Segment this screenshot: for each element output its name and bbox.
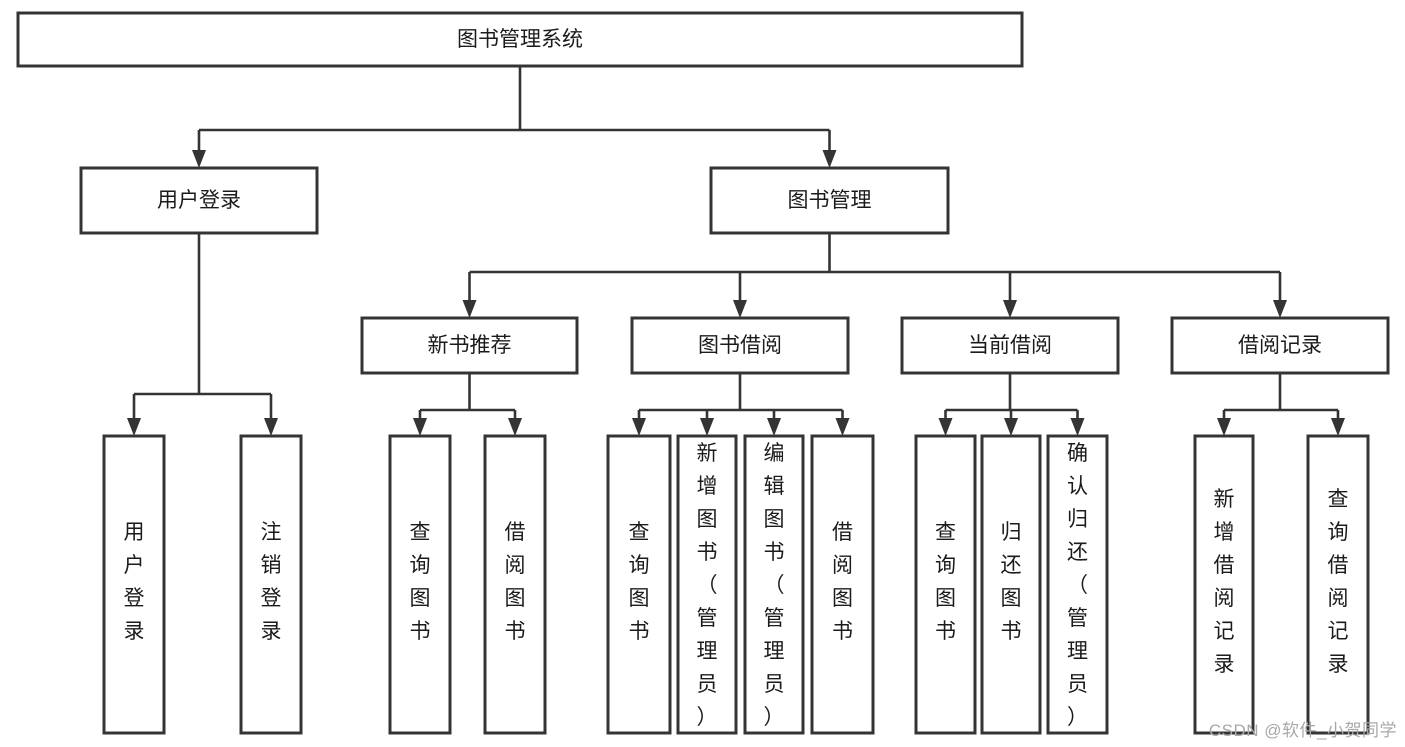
watermark-text: CSDN @软件_小贺同学 bbox=[1208, 721, 1397, 740]
leaf-node-11-rect[interactable] bbox=[1193, 434, 1255, 735]
leaf-node-1-label: 注销登录 bbox=[261, 521, 282, 643]
level3-0-to-leaves-arrow-0 bbox=[413, 418, 427, 436]
level3-2-to-leaves-arrow-0 bbox=[938, 418, 953, 436]
leaf-node-1-rect[interactable] bbox=[239, 434, 303, 735]
leaf-node-3-label: 借阅图书 bbox=[505, 521, 526, 643]
leaf-node-8-label: 查询图书 bbox=[935, 521, 956, 643]
connector-layer bbox=[127, 66, 1345, 436]
level3-1-to-leaves-arrow-3 bbox=[835, 418, 850, 436]
leaf-node-4-rect[interactable] bbox=[606, 434, 672, 735]
level3-node-2[interactable]: 当前借阅 bbox=[900, 316, 1120, 375]
leaf-node-7-label: 借阅图书 bbox=[832, 521, 853, 643]
level3-node-3-rect[interactable] bbox=[1170, 316, 1390, 375]
level3-node-0-rect[interactable] bbox=[360, 316, 579, 375]
level3-2-to-leaves-arrow-1 bbox=[1004, 418, 1018, 436]
level3-3-to-leaves-arrow-1 bbox=[1331, 418, 1345, 436]
leaf-node-3-rect[interactable] bbox=[483, 434, 547, 735]
bookmgmt-to-level3-arrow-2 bbox=[1003, 300, 1017, 318]
leaf-node-2-label: 查询图书 bbox=[410, 521, 431, 643]
leaf-node-4[interactable]: 查询图书 bbox=[606, 434, 672, 735]
leaf-node-11-label: 新增借阅记录 bbox=[1214, 488, 1235, 676]
root-node[interactable]: 图书管理系统 bbox=[16, 11, 1024, 68]
leaf-node-6-rect[interactable] bbox=[743, 434, 805, 735]
level3-node-0[interactable]: 新书推荐 bbox=[360, 316, 579, 375]
level3-0-to-leaves-arrow-1 bbox=[508, 418, 522, 436]
node-layer: 图书管理系统用户登录图书管理新书推荐图书借阅当前借阅借阅记录用户登录注销登录查询… bbox=[16, 11, 1390, 735]
level2-node-0[interactable]: 用户登录 bbox=[79, 166, 319, 235]
leaf-node-1[interactable]: 注销登录 bbox=[239, 434, 303, 735]
level2-node-1-label: 图书管理 bbox=[788, 189, 872, 212]
level3-node-2-rect[interactable] bbox=[900, 316, 1120, 375]
root-node-label: 图书管理系统 bbox=[457, 28, 583, 51]
level3-node-3-label: 借阅记录 bbox=[1238, 334, 1322, 357]
leaf-node-7-rect[interactable] bbox=[810, 434, 875, 735]
userlogin-to-leaves-arrow-0 bbox=[127, 418, 141, 436]
leaf-node-4-label: 查询图书 bbox=[629, 521, 650, 643]
level3-1-to-leaves-arrow-2 bbox=[767, 418, 781, 436]
level3-node-3[interactable]: 借阅记录 bbox=[1170, 316, 1390, 375]
leaf-node-12[interactable]: 查询借阅记录 bbox=[1306, 434, 1370, 735]
leaf-node-9-rect[interactable] bbox=[980, 434, 1042, 735]
leaf-node-10-rect[interactable] bbox=[1046, 434, 1109, 735]
level3-node-1[interactable]: 图书借阅 bbox=[630, 316, 850, 375]
level2-node-0-label: 用户登录 bbox=[157, 189, 241, 212]
level2-node-0-rect[interactable] bbox=[79, 166, 319, 235]
leaf-node-6-label: 编辑图书（管理员） bbox=[764, 442, 785, 729]
leaf-node-5-label: 新增图书（管理员） bbox=[697, 442, 718, 729]
leaf-node-7[interactable]: 借阅图书 bbox=[810, 434, 875, 735]
level3-1-to-leaves-arrow-0 bbox=[632, 418, 646, 436]
leaf-node-0-label: 用户登录 bbox=[124, 521, 145, 643]
root-to-level2-arrow-1 bbox=[822, 150, 837, 168]
leaf-node-2[interactable]: 查询图书 bbox=[388, 434, 452, 735]
leaf-node-12-rect[interactable] bbox=[1306, 434, 1370, 735]
leaf-node-0-rect[interactable] bbox=[102, 434, 166, 735]
level3-2-to-leaves-arrow-2 bbox=[1070, 418, 1085, 436]
leaf-node-5-rect[interactable] bbox=[676, 434, 738, 735]
level3-node-0-label: 新书推荐 bbox=[428, 334, 512, 357]
leaf-node-11[interactable]: 新增借阅记录 bbox=[1193, 434, 1255, 735]
root-node-rect[interactable] bbox=[16, 11, 1024, 68]
leaf-node-6[interactable]: 编辑图书（管理员） bbox=[743, 434, 805, 735]
userlogin-to-leaves-arrow-1 bbox=[264, 418, 278, 436]
bookmgmt-to-level3-arrow-3 bbox=[1273, 300, 1287, 318]
level2-node-1[interactable]: 图书管理 bbox=[709, 166, 950, 235]
level3-node-1-label: 图书借阅 bbox=[698, 334, 782, 357]
level3-node-1-rect[interactable] bbox=[630, 316, 850, 375]
leaf-node-0[interactable]: 用户登录 bbox=[102, 434, 166, 735]
level3-1-to-leaves-arrow-1 bbox=[700, 418, 714, 436]
leaf-node-9[interactable]: 归还图书 bbox=[980, 434, 1042, 735]
leaf-node-2-rect[interactable] bbox=[388, 434, 452, 735]
leaf-node-3[interactable]: 借阅图书 bbox=[483, 434, 547, 735]
leaf-node-9-label: 归还图书 bbox=[1001, 521, 1022, 643]
leaf-node-12-label: 查询借阅记录 bbox=[1328, 488, 1349, 676]
bookmgmt-to-level3-arrow-0 bbox=[462, 300, 477, 318]
level3-node-2-label: 当前借阅 bbox=[968, 334, 1052, 357]
leaf-node-5[interactable]: 新增图书（管理员） bbox=[676, 434, 738, 735]
leaf-node-10-label: 确认归还（管理员） bbox=[1067, 442, 1088, 729]
bookmgmt-to-level3-arrow-1 bbox=[733, 300, 747, 318]
level2-node-1-rect[interactable] bbox=[709, 166, 950, 235]
leaf-node-10[interactable]: 确认归还（管理员） bbox=[1046, 434, 1109, 735]
leaf-node-8-rect[interactable] bbox=[914, 434, 977, 735]
root-to-level2-arrow-0 bbox=[192, 150, 206, 168]
leaf-node-8[interactable]: 查询图书 bbox=[914, 434, 977, 735]
level3-3-to-leaves-arrow-0 bbox=[1217, 418, 1231, 436]
